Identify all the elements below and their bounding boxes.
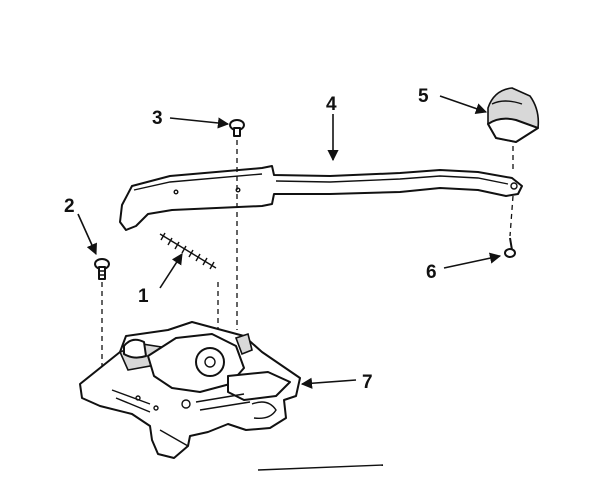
part-6-screw	[504, 237, 516, 258]
callout-2: 2	[64, 196, 75, 217]
part-2-screw	[94, 258, 110, 280]
callout-5: 5	[418, 86, 429, 107]
callout-6: 6	[426, 262, 437, 283]
part-3-screw	[229, 119, 245, 137]
callout-4: 4	[326, 94, 337, 115]
leader-lines	[77, 95, 502, 389]
part-7-base-plate	[79, 321, 301, 459]
part-4-lever-arm	[119, 165, 523, 231]
part-1-spring	[159, 232, 217, 270]
callout-3: 3	[152, 108, 163, 129]
bottom-rule	[257, 464, 384, 471]
callout-1: 1	[138, 286, 149, 307]
callout-7: 7	[362, 372, 373, 393]
part-5-knob-cap	[487, 87, 540, 143]
